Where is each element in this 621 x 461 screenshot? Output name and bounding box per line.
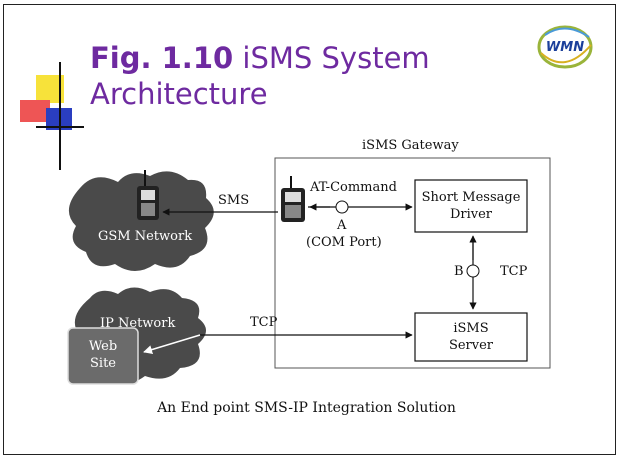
isms-server-text: iSMS Server <box>415 320 527 354</box>
interface-b-label: B <box>454 264 464 279</box>
isms-server-line1: iSMS <box>453 321 489 336</box>
interface-b-point <box>466 264 480 278</box>
interface-a-point <box>335 200 349 214</box>
sms-driver-text: Short Message Driver <box>415 189 527 223</box>
mobile-phone-icon <box>137 170 159 220</box>
title-line2: Architecture <box>90 77 268 111</box>
sms-driver-line1: Short Message <box>421 190 521 205</box>
title-line1: iSMS System <box>242 41 430 75</box>
tcp-vertical-label: TCP <box>500 264 528 279</box>
ip-network-label: IP Network <box>100 316 176 331</box>
gsm-network-label: GSM Network <box>98 229 193 244</box>
sms-label: SMS <box>218 193 250 208</box>
interface-a-label: A <box>337 218 347 233</box>
sms-driver-box <box>414 179 528 233</box>
website-box <box>67 327 139 385</box>
gateway-box <box>274 157 551 369</box>
at-command-label: AT-Command <box>310 180 397 195</box>
gateway-label: iSMS Gateway <box>362 138 459 153</box>
website-line2: Site <box>90 356 116 371</box>
tcp-horizontal-label: TCP <box>250 315 278 330</box>
website-line1: Web <box>88 339 118 354</box>
com-port-label: (COM Port) <box>306 235 382 250</box>
website-text: Web Site <box>68 338 138 372</box>
gsm-modem-icon <box>281 176 305 222</box>
gsm-network-cloud <box>68 171 214 271</box>
isms-server-box <box>414 312 528 362</box>
figure-caption: An End point SMS-IP Integration Solution <box>157 400 456 416</box>
logo-text: WMN <box>546 40 584 55</box>
slide-title: Fig. 1.10 iSMS System Architecture <box>90 40 430 112</box>
isms-server-line2: Server <box>448 338 494 353</box>
wmn-logo-icon: WMN <box>537 25 593 69</box>
sms-driver-line2: Driver <box>449 207 493 222</box>
title-fig-label: Fig. 1.10 <box>90 41 234 75</box>
tcp-to-website <box>143 334 201 354</box>
